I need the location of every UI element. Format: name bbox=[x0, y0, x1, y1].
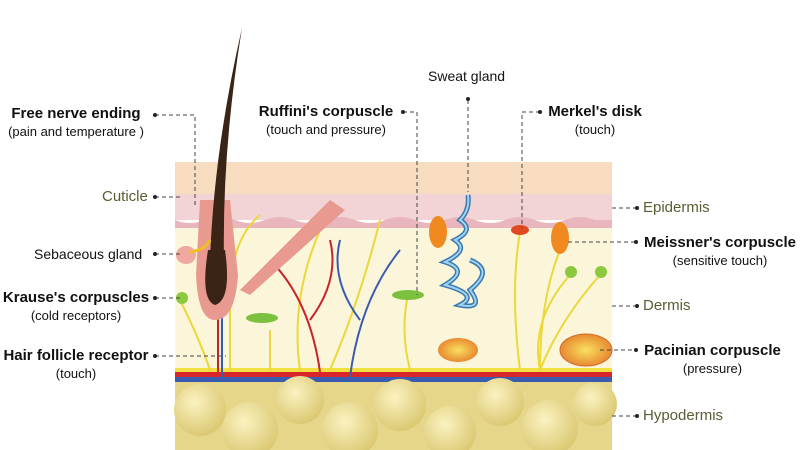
krause-title: Krause's corpuscles bbox=[2, 289, 150, 306]
basal-layer bbox=[175, 217, 612, 228]
ruffini-corpuscle bbox=[392, 290, 424, 300]
free-nerve-sub: (pain and temperature ) bbox=[8, 124, 144, 139]
vein-band bbox=[175, 377, 612, 382]
label-merkel: Merkel's disk (touch) bbox=[540, 103, 650, 139]
stratum-corneum bbox=[175, 162, 612, 194]
label-sweat-gland: Sweat gland bbox=[428, 68, 506, 84]
label-ruffini: Ruffini's corpuscle (touch and pressure) bbox=[252, 103, 400, 139]
krause-corpuscle bbox=[176, 292, 188, 304]
label-pacinian: Pacinian corpuscle (pressure) bbox=[640, 342, 785, 378]
hair-follicle-title: Hair follicle receptor bbox=[3, 347, 149, 364]
ruffini-title: Ruffini's corpuscle bbox=[258, 103, 394, 120]
label-free-nerve-ending: Free nerve ending (pain and temperature … bbox=[0, 105, 152, 141]
label-hypodermis: Hypodermis bbox=[643, 407, 724, 424]
pacinian-sub: (pressure) bbox=[682, 361, 743, 376]
krause-sub: (cold receptors) bbox=[30, 308, 122, 323]
label-cuticle: Cuticle bbox=[102, 188, 148, 205]
pacinian-title: Pacinian corpuscle bbox=[644, 342, 781, 359]
meissner-corpuscle bbox=[551, 222, 569, 254]
label-meissner: Meissner's corpuscle (sensitive touch) bbox=[640, 234, 800, 270]
ruffini-sub: (touch and pressure) bbox=[266, 122, 386, 137]
pacinian-corpuscle bbox=[559, 333, 613, 367]
sebaceous-gland bbox=[176, 246, 196, 264]
label-hair-follicle-receptor: Hair follicle receptor (touch) bbox=[0, 347, 152, 383]
hair-shaft bbox=[210, 28, 242, 260]
leader-lines bbox=[155, 100, 637, 417]
meissner-sub: (sensitive touch) bbox=[672, 253, 768, 268]
free-nerve-title: Free nerve ending bbox=[11, 105, 141, 122]
label-dermis: Dermis bbox=[643, 297, 691, 314]
label-epidermis: Epidermis bbox=[643, 199, 710, 216]
merkel-sub: (touch) bbox=[574, 122, 616, 137]
fat-cells bbox=[174, 376, 617, 450]
hair-follicle-sub: (touch) bbox=[55, 366, 97, 381]
dermis-layer bbox=[175, 228, 612, 370]
pacinian-corpuscle-small bbox=[438, 338, 478, 362]
arrector-pili-muscle bbox=[240, 200, 345, 295]
meissner-corpuscle-left bbox=[429, 216, 447, 248]
artery-band bbox=[175, 372, 612, 377]
label-krause: Krause's corpuscles (cold receptors) bbox=[0, 289, 152, 325]
merkel-disk bbox=[511, 225, 529, 235]
epidermis-layer bbox=[175, 194, 612, 220]
meissner-title: Meissner's corpuscle bbox=[644, 234, 796, 251]
label-sebaceous-gland: Sebaceous gland bbox=[34, 246, 143, 262]
merkel-title: Merkel's disk bbox=[548, 103, 642, 120]
leader-dots bbox=[153, 97, 639, 418]
